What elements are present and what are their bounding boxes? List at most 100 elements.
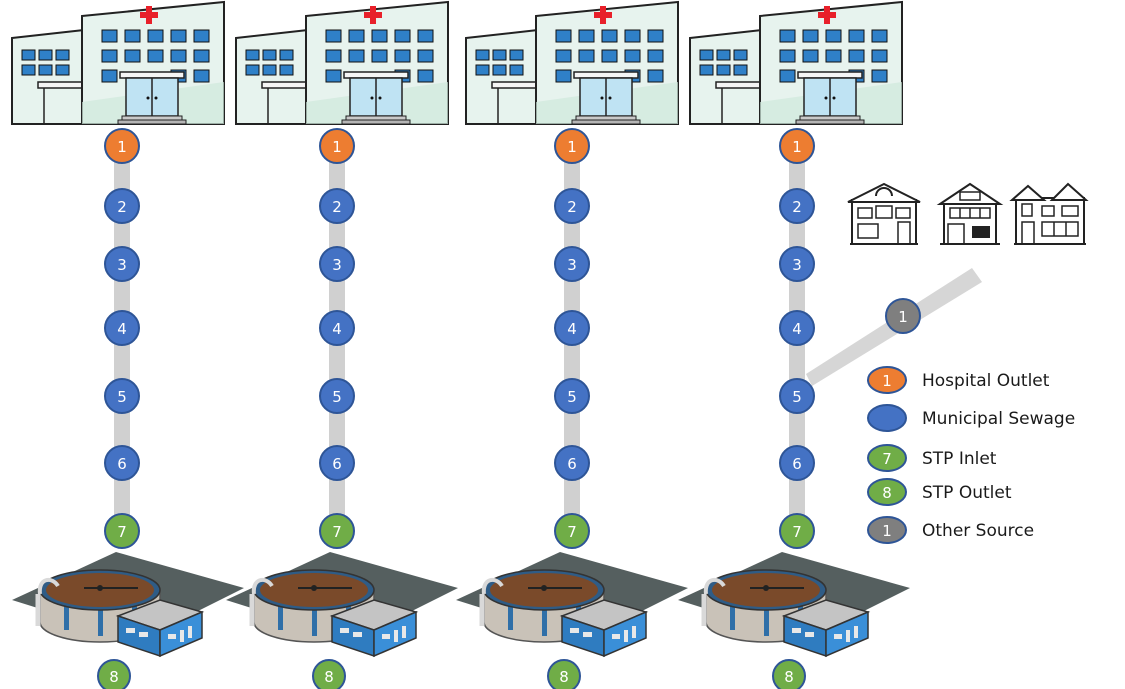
- sampling-point-label: 8: [324, 668, 334, 686]
- house-icon: [1011, 183, 1087, 245]
- sampling-point-label: 5: [117, 388, 127, 406]
- sampling-point-municipal-sewage: 5: [779, 378, 815, 414]
- legend-swatch: [867, 478, 907, 506]
- sampling-point-label: 7: [117, 523, 127, 541]
- hospital-icon: [689, 1, 903, 125]
- legend-swatch-label: 7: [882, 450, 892, 468]
- sampling-point-label: 2: [332, 198, 342, 216]
- sampling-column: 1 2 3 4 5 6 7 8: [678, 1, 910, 689]
- sampling-point-label: 7: [567, 523, 577, 541]
- other-source-node: 1: [885, 298, 921, 334]
- legend-item-hospital-outlet: 1 Hospital Outlet: [867, 366, 1050, 394]
- sampling-point-municipal-sewage: 4: [554, 310, 590, 346]
- sampling-point-municipal-sewage: 6: [554, 445, 590, 481]
- sampling-point-label: 8: [559, 668, 569, 686]
- sampling-point-stp: 7: [319, 513, 355, 549]
- sampling-point-label: 5: [332, 388, 342, 406]
- sampling-point-label: 1: [792, 138, 802, 156]
- sampling-point-municipal-sewage: 2: [319, 188, 355, 224]
- sampling-point-municipal-sewage: 5: [554, 378, 590, 414]
- sampling-point-municipal-sewage: 2: [554, 188, 590, 224]
- sampling-point-label: 7: [332, 523, 342, 541]
- sampling-point-municipal-sewage: 5: [319, 378, 355, 414]
- sampling-point-label: 6: [117, 455, 127, 473]
- legend-label: STP Inlet: [922, 449, 997, 469]
- sampling-point-stp-outlet: 8: [97, 659, 131, 689]
- legend-item-other-source: 1 Other Source: [867, 516, 1034, 544]
- legend-item-stp: 8 STP Outlet: [867, 478, 1012, 506]
- treatment-plant-icon: [678, 552, 910, 656]
- sampling-point-municipal-sewage: 6: [104, 445, 140, 481]
- sampling-point-hospital-outlet: 1: [779, 128, 815, 164]
- legend-label: Municipal Sewage: [922, 409, 1075, 429]
- sampling-point-label: 1: [332, 138, 342, 156]
- sampling-point-label: 4: [332, 320, 342, 338]
- sampling-point-label: 2: [567, 198, 577, 216]
- sampling-point-label: 8: [784, 668, 794, 686]
- legend-label: Hospital Outlet: [922, 371, 1050, 391]
- sampling-point-hospital-outlet: 1: [319, 128, 355, 164]
- sampling-point-stp-outlet: 8: [312, 659, 346, 689]
- sampling-point-label: 8: [109, 668, 119, 686]
- sampling-point-label: 6: [332, 455, 342, 473]
- sampling-point-label: 6: [792, 455, 802, 473]
- sampling-point-hospital-outlet: 1: [104, 128, 140, 164]
- legend-swatch: [867, 444, 907, 472]
- sampling-point-municipal-sewage: 2: [104, 188, 140, 224]
- hospital-icon: [11, 1, 225, 125]
- sampling-column: 1 2 3 4 5 6 7 8: [456, 1, 688, 689]
- sampling-point-stp-outlet: 8: [547, 659, 581, 689]
- sampling-point-municipal-sewage: 3: [779, 246, 815, 282]
- legend-swatch: [867, 366, 907, 394]
- legend-swatch-label: 8: [882, 484, 892, 502]
- other-source-node-label: 1: [898, 308, 908, 326]
- sampling-point-stp: 7: [554, 513, 590, 549]
- sampling-point-hospital-outlet: 1: [554, 128, 590, 164]
- sampling-point-label: 4: [117, 320, 127, 338]
- sampling-point-municipal-sewage: 3: [319, 246, 355, 282]
- sampling-point-label: 3: [567, 256, 577, 274]
- sampling-point-label: 4: [792, 320, 802, 338]
- sampling-point-municipal-sewage: 3: [554, 246, 590, 282]
- legend-swatch-label: 1: [882, 372, 892, 390]
- treatment-plant-icon: [456, 552, 688, 656]
- hospital-icon: [235, 1, 449, 125]
- sampling-point-municipal-sewage: 6: [319, 445, 355, 481]
- hospital-icon: [465, 1, 679, 125]
- sampling-point-label: 4: [567, 320, 577, 338]
- sampling-point-label: 2: [117, 198, 127, 216]
- treatment-plant-icon: [12, 552, 244, 656]
- sampling-point-label: 3: [792, 256, 802, 274]
- sampling-point-label: 5: [567, 388, 577, 406]
- house-icon: [847, 183, 921, 245]
- sampling-column: 1 2 3 4 5 6 7 8: [226, 1, 458, 689]
- sampling-point-stp: 7: [104, 513, 140, 549]
- legend-swatch: [867, 516, 907, 544]
- sampling-point-municipal-sewage: 6: [779, 445, 815, 481]
- sampling-point-stp-outlet: 8: [772, 659, 806, 689]
- sampling-point-label: 2: [792, 198, 802, 216]
- sampling-point-label: 5: [792, 388, 802, 406]
- sampling-point-municipal-sewage: 5: [104, 378, 140, 414]
- house-icon: [939, 183, 1001, 245]
- sampling-column: 1 2 3 4 5 6 7 8: [11, 1, 244, 689]
- treatment-plant-icon: [226, 552, 458, 656]
- legend-label: STP Outlet: [922, 483, 1012, 503]
- sampling-point-label: 1: [117, 138, 127, 156]
- legend-item-municipal-sewage: Municipal Sewage: [867, 404, 1075, 432]
- sampling-point-municipal-sewage: 2: [779, 188, 815, 224]
- sampling-point-label: 3: [332, 256, 342, 274]
- legend-swatch: [867, 404, 907, 432]
- sampling-point-label: 7: [792, 523, 802, 541]
- sampling-point-label: 3: [117, 256, 127, 274]
- sampling-point-municipal-sewage: 4: [319, 310, 355, 346]
- sampling-point-municipal-sewage: 4: [104, 310, 140, 346]
- sampling-point-label: 1: [567, 138, 577, 156]
- sampling-point-stp: 7: [779, 513, 815, 549]
- legend-label: Other Source: [922, 521, 1034, 541]
- legend-item-stp: 7 STP Inlet: [867, 444, 997, 472]
- sampling-point-municipal-sewage: 4: [779, 310, 815, 346]
- legend-swatch-label: 1: [882, 522, 892, 540]
